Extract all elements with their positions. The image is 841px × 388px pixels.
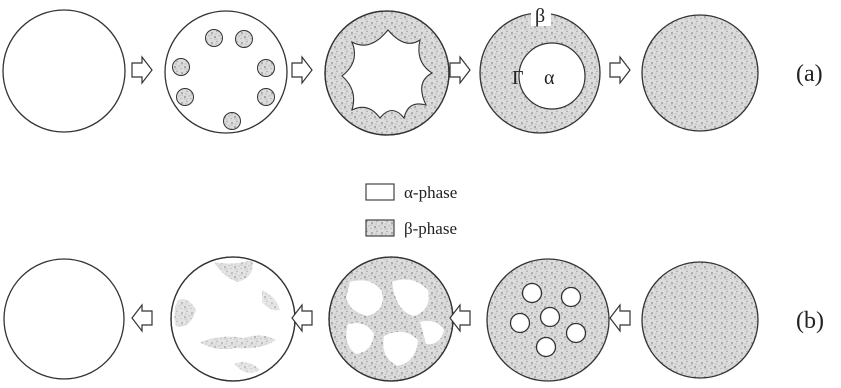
alpha-nucleus [562,288,581,307]
arrow-right-icon [132,57,152,83]
row-b: (b) [4,257,824,381]
grain-b1 [4,259,124,379]
legend-swatch-beta [366,220,394,236]
beta-nucleus [173,59,190,76]
arrow-left-icon [610,305,630,331]
grain-b2 [171,257,295,381]
grain-a3 [325,11,449,135]
legend: α-phase β-phase [366,183,457,238]
alpha-nucleus [511,314,530,333]
beta-nucleus [236,31,253,48]
beta-nucleus [258,89,275,106]
beta-nucleus [224,113,241,130]
beta-label: β [535,5,545,27]
grain-a4: β Γ α [480,2,600,133]
arrow-right-icon [610,57,630,83]
arrow-left-icon [132,305,152,331]
alpha-nucleus [567,324,586,343]
beta-nucleus [258,60,275,77]
beta-nucleus [177,89,194,106]
arrow-right-icon [292,57,312,83]
arrow-right-icon [450,57,470,83]
row-a: β Γ α (a) [3,2,823,135]
grain-a2 [165,11,287,133]
legend-label-alpha: α-phase [404,183,457,202]
alpha-nucleus [523,284,542,303]
grain-b5 [642,262,758,378]
grain-a5 [642,15,758,131]
grain-b3 [329,257,453,381]
alpha-nucleus [537,338,556,357]
grain-b4 [487,259,609,381]
row-label-b: (b) [796,308,824,334]
row-label-a: (a) [796,61,823,87]
interface-label: Γ [512,67,524,89]
legend-swatch-alpha [366,184,394,200]
alpha-nucleus [541,308,560,327]
alpha-label: α [544,67,555,89]
grain-a1 [3,10,125,132]
beta-nucleus [206,30,223,47]
legend-label-beta: β-phase [404,219,457,238]
